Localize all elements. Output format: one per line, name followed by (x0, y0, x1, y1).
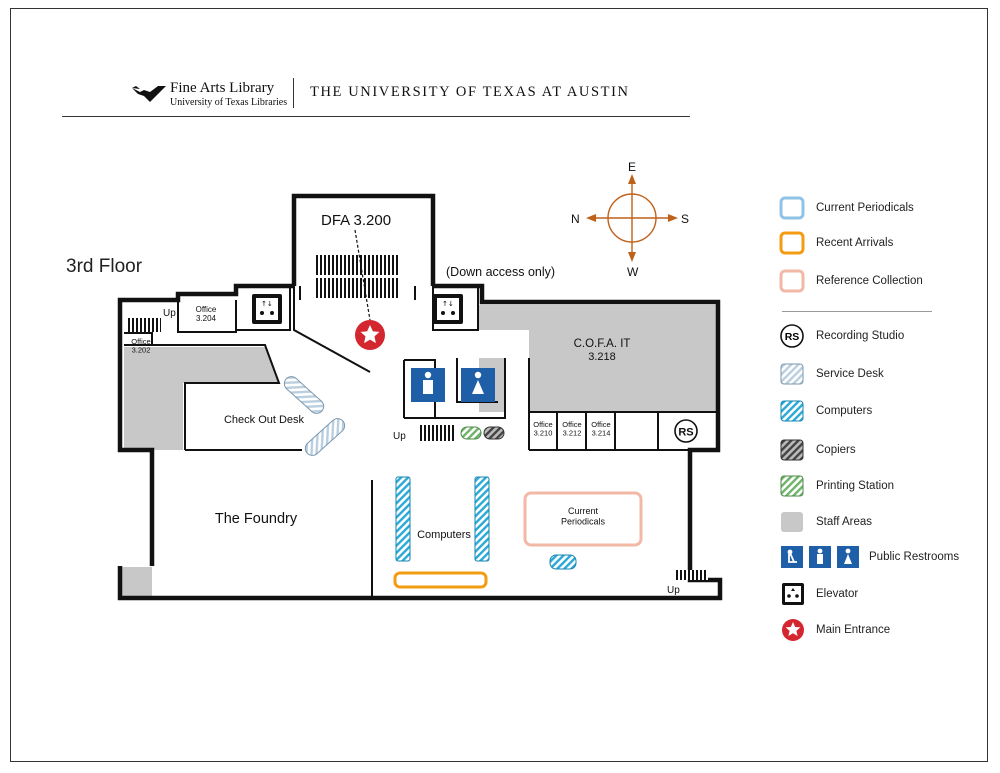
compass-north: N (571, 212, 580, 226)
legend: Current Periodicals Recent Arrivals Refe… (778, 196, 978, 646)
legend-divider (782, 311, 932, 312)
legend-label: Computers (816, 405, 873, 417)
map-frame (10, 8, 988, 762)
legend-label: Recent Arrivals (816, 237, 894, 249)
longhorn-logo-icon (132, 86, 166, 102)
legend-label: Copiers (816, 444, 856, 456)
recent-arrivals-shelf (393, 571, 488, 589)
copier (483, 426, 505, 440)
legend-label: Elevator (816, 588, 859, 600)
central-stairs-lower (316, 278, 400, 298)
floor-title: 3rd Floor (66, 256, 143, 277)
elevator-icon (782, 583, 804, 605)
legend-label: Recording Studio (816, 330, 905, 342)
computer-station (395, 476, 411, 562)
stair-center (420, 425, 456, 441)
header: Fine Arts Library University of Texas Li… (130, 78, 690, 118)
stair-nw (128, 318, 161, 332)
printing-station (460, 426, 482, 440)
reference-collection-swatch-icon (779, 269, 805, 293)
recording-studio-icon: RS (674, 419, 698, 443)
restrooms-icon (781, 546, 859, 568)
computers-swatch-icon (780, 400, 804, 422)
compass-south: S (681, 212, 689, 226)
down-access-label: (Down access only) (446, 265, 555, 279)
legend-item-recording-studio: RS Recording Studio (778, 324, 978, 350)
printing-station-swatch-icon (780, 475, 804, 497)
legend-label: Service Desk (816, 368, 884, 380)
legend-label: Public Restrooms (869, 551, 960, 563)
header-divider (293, 78, 294, 108)
legend-item-copiers: Copiers (778, 438, 978, 464)
legend-label: Staff Areas (816, 516, 873, 528)
legend-label: Main Entrance (816, 624, 891, 636)
legend-item-elevator: Elevator (778, 582, 978, 608)
service-desk-swatch-icon (780, 363, 804, 385)
stair-se (674, 570, 708, 580)
current-periodicals-shelf (523, 491, 643, 547)
compass-east: E (628, 160, 636, 174)
elevator-icon: ↑↓ (252, 294, 282, 324)
restroom-women-icon (461, 368, 495, 402)
university-name: THE UNIVERSITY OF TEXAS AT AUSTIN (310, 84, 630, 100)
library-subtitle: University of Texas Libraries (170, 97, 288, 108)
current-periodicals-swatch-icon (779, 196, 805, 220)
staff-area-southwest (120, 567, 152, 598)
recent-arrivals-swatch-icon (779, 231, 805, 255)
room-check-out-desk: Check Out Desk (224, 414, 305, 426)
compass-west: W (627, 265, 639, 279)
legend-item-public-restrooms: Public Restrooms (778, 545, 978, 571)
legend-item-recent-arrivals: Recent Arrivals (778, 231, 978, 257)
elevator-icon: ↑↓ (433, 294, 463, 324)
staff-area-west (124, 347, 278, 450)
legend-item-computers: Computers (778, 399, 978, 425)
recording-studio-label: RS (678, 427, 693, 439)
header-rule (62, 116, 690, 117)
legend-label: Reference Collection (816, 275, 923, 287)
entrance-leader (354, 229, 371, 321)
library-name: Fine Arts Library (170, 80, 275, 96)
legend-item-current-periodicals: Current Periodicals (778, 196, 978, 222)
recording-studio-icon: RS (780, 324, 804, 348)
svg-text:↑↓: ↑↓ (261, 300, 273, 308)
main-entrance-icon (355, 320, 385, 350)
legend-item-reference-collection: Reference Collection (778, 269, 978, 295)
room-computers: Computers (417, 529, 471, 541)
legend-item-service-desk: Service Desk (778, 362, 978, 388)
service-desk (304, 418, 346, 456)
legend-item-printing-station: Printing Station (778, 474, 978, 500)
legend-item-main-entrance: Main Entrance (778, 618, 978, 644)
main-entrance-icon (782, 619, 804, 641)
staff-areas-swatch-icon (781, 512, 803, 532)
stair-label-center: Up (393, 431, 406, 442)
svg-text:↑↓: ↑↓ (442, 300, 454, 308)
entrance-label: DFA 3.200 (321, 212, 391, 229)
copiers-swatch-icon (780, 439, 804, 461)
room-foundry: The Foundry (215, 511, 298, 527)
legend-item-staff-areas: Staff Areas (778, 510, 978, 536)
central-stairs-upper (316, 255, 400, 275)
legend-glyph: RS (785, 331, 800, 343)
legend-label: Current Periodicals (816, 202, 914, 214)
compass-rose (592, 180, 672, 258)
service-desk (283, 376, 325, 414)
room-cofa-it: C.O.F.A. IT (574, 338, 631, 350)
computer-station (549, 554, 577, 570)
room-cofa-it-number: 3.218 (588, 351, 616, 363)
stair-label-se: Up (667, 585, 680, 596)
restroom-men-icon (411, 368, 445, 402)
legend-label: Printing Station (816, 480, 894, 492)
stair-label-nw: Up (163, 308, 176, 319)
computer-station (474, 476, 490, 562)
